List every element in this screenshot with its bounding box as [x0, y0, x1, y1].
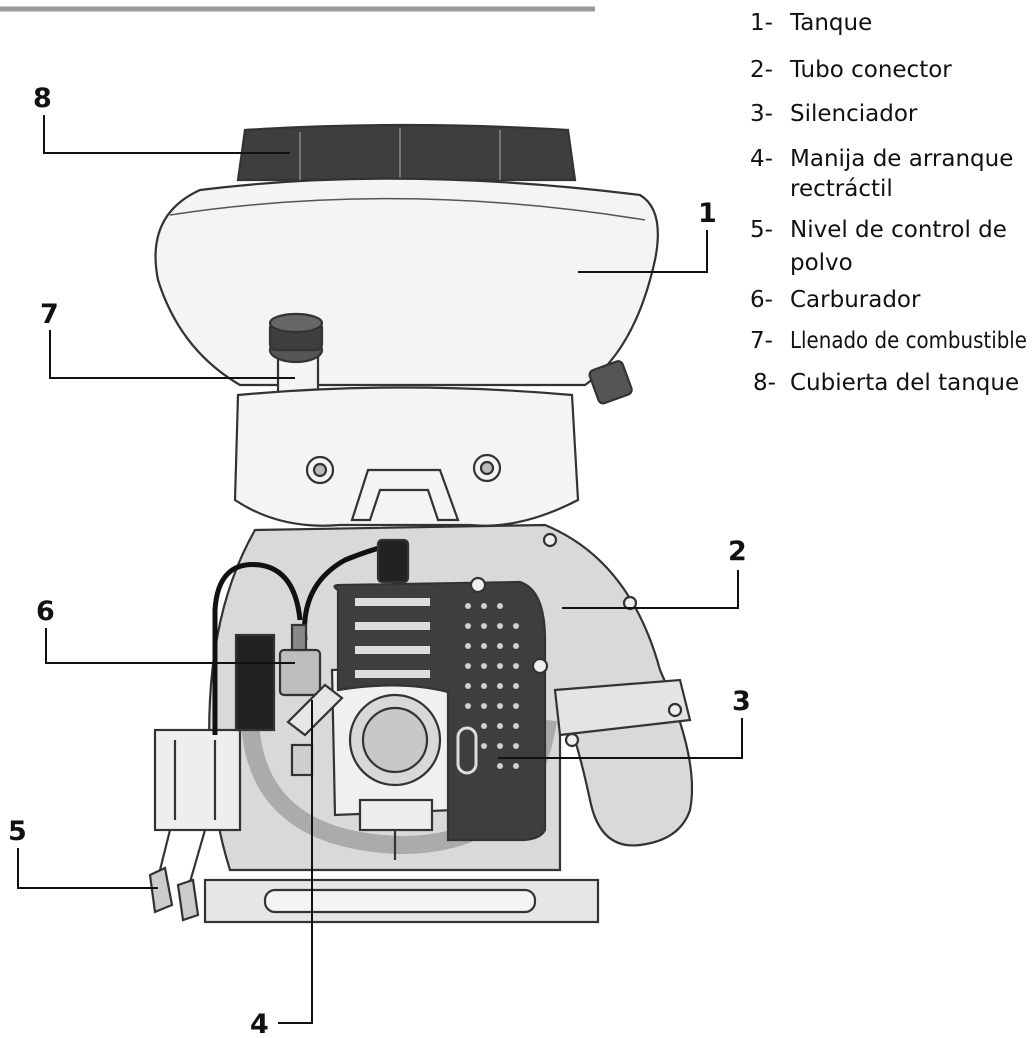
leader-4	[278, 700, 313, 1024]
legend-item-2: 2- Tubo conector	[750, 57, 952, 83]
legend-item-1: 1- Tanque	[750, 10, 872, 36]
svg-text:Nivel de control de: Nivel de control de	[790, 217, 1007, 243]
callout-numbers: 8 1 7 2 6 3 5 4	[8, 83, 751, 1038]
tank-knob	[588, 360, 633, 405]
tank-housing	[233, 386, 580, 527]
svg-text:Tanque: Tanque	[789, 10, 872, 36]
svg-text:4-: 4-	[750, 146, 773, 172]
tank	[154, 177, 659, 387]
leader-1	[578, 230, 708, 273]
legend-item-8: 8- Cubierta del tanque	[753, 370, 1019, 396]
legend: 1- Tanque 2- Tubo conector 3- Silenciado…	[750, 10, 1027, 396]
svg-text:3-: 3-	[750, 101, 773, 127]
muffler-cover	[333, 576, 549, 842]
svg-text:8-: 8-	[753, 370, 776, 396]
sprayer-illustration	[148, 123, 694, 924]
svg-text:1-: 1-	[750, 10, 773, 36]
fuel-hose	[212, 562, 303, 735]
spark-cap	[376, 538, 410, 584]
carburetor	[278, 623, 322, 697]
svg-text:polvo: polvo	[790, 250, 853, 276]
leader-2	[562, 570, 739, 609]
svg-text:Llenado de combustible: Llenado de combustible	[790, 328, 1027, 354]
callout-2: 2	[728, 536, 747, 567]
legend-item-7: 7- Llenado de combustible	[750, 328, 1027, 354]
legend-item-5: 5- Nivel de control de polvo	[750, 217, 1007, 276]
dust-control-lever	[148, 728, 242, 922]
svg-text:rectráctil: rectráctil	[790, 176, 893, 202]
svg-text:Manija de arranque: Manija de arranque	[790, 146, 1013, 172]
svg-text:5-: 5-	[750, 217, 773, 243]
leader-6	[45, 628, 295, 664]
callout-3: 3	[732, 686, 751, 717]
callout-7: 7	[40, 299, 59, 330]
tank-cover	[236, 123, 577, 182]
callout-5: 5	[8, 816, 27, 847]
svg-text:Cubierta del tanque: Cubierta del tanque	[790, 370, 1019, 396]
legend-item-6: 6- Carburador	[750, 287, 921, 313]
svg-text:Silenciador: Silenciador	[790, 101, 918, 127]
svg-text:6-: 6-	[750, 287, 773, 313]
leader-3	[498, 718, 743, 759]
callout-6: 6	[36, 596, 55, 627]
leader-7	[49, 330, 295, 379]
air-filter	[234, 633, 276, 732]
svg-text:2-: 2-	[750, 57, 773, 83]
starter-handle	[286, 683, 344, 777]
callout-1: 1	[698, 198, 717, 229]
engine	[330, 663, 457, 860]
callout-8: 8	[33, 83, 52, 114]
leader-8	[43, 115, 290, 154]
legend-item-4: 4- Manija de arranque rectráctil	[750, 146, 1013, 202]
base-frame	[203, 878, 600, 924]
legend-item-3: 3- Silenciador	[750, 101, 918, 127]
leader-5	[17, 848, 158, 889]
svg-text:Carburador: Carburador	[790, 287, 921, 313]
svg-text:Tubo conector: Tubo conector	[789, 57, 952, 83]
leader-lines	[17, 115, 743, 1024]
fuel-fill	[268, 312, 324, 432]
callout-4: 4	[250, 1009, 269, 1038]
svg-text:7-: 7-	[750, 328, 773, 354]
